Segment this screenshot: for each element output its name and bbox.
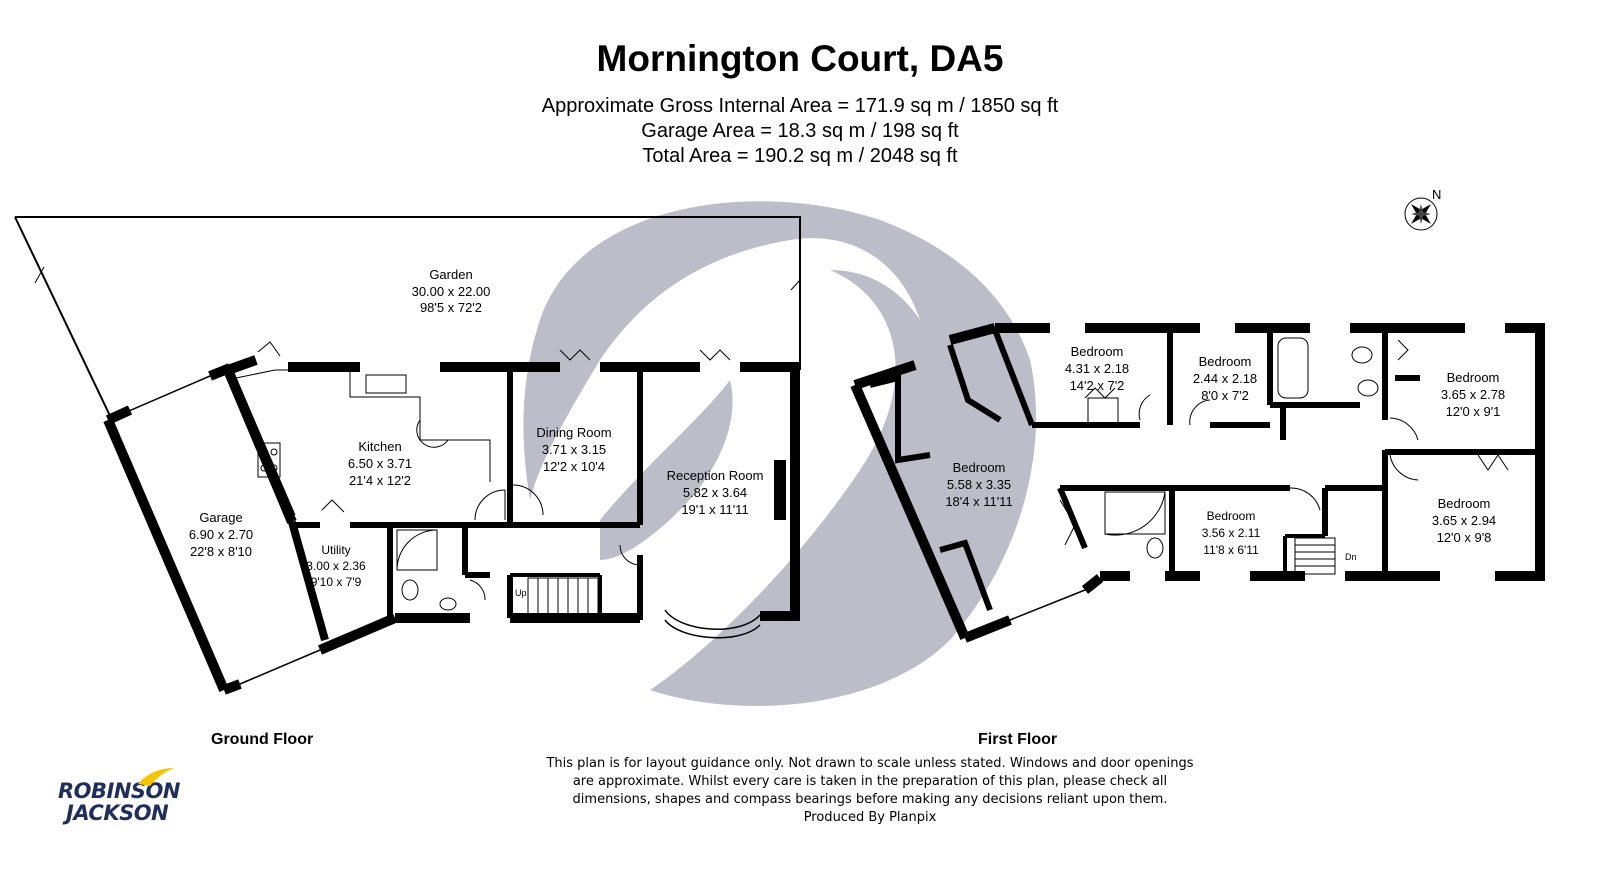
- robinson-jackson-logo: ROBINSON JACKSON: [58, 768, 180, 825]
- room-metric-utility: 3.00 x 2.36: [306, 559, 366, 573]
- room-name-bedroom-4: Bedroom: [1207, 509, 1256, 523]
- room-name-bedroom-5: Bedroom: [1438, 496, 1491, 511]
- compass-icon: [1404, 197, 1438, 231]
- room-name-bedroom-3: Bedroom: [1447, 370, 1500, 385]
- room-name-garage: Garage: [199, 510, 242, 525]
- room-imperial-bedroom-3: 12'0 x 9'1: [1446, 404, 1501, 419]
- room-metric-bedroom-2: 2.44 x 2.18: [1193, 371, 1257, 386]
- room-name-reception: Reception Room: [667, 468, 764, 483]
- house-walls: [223, 355, 800, 642]
- room-metric-garden: 30.00 x 22.00: [412, 284, 491, 299]
- first-floor-plan: Dn Bedroom 5.58 x 3.35 18'4 x 11'11 Bedr…: [850, 323, 1545, 643]
- room-imperial-kitchen: 21'4 x 12'2: [349, 473, 411, 488]
- garage-walls: [103, 363, 397, 695]
- total-area-text: Total Area = 190.2 sq m / 2048 sq ft: [642, 145, 958, 167]
- room-name-bedroom-2: Bedroom: [1199, 354, 1252, 369]
- room-imperial-bedroom-1: 14'2 x 7'2: [1070, 378, 1125, 393]
- room-imperial-dining: 12'2 x 10'4: [543, 459, 605, 474]
- kitchen-units: [235, 369, 491, 516]
- room-metric-dining: 3.71 x 3.15: [542, 442, 606, 457]
- room-imperial-garage: 22'8 x 8'10: [190, 544, 252, 559]
- room-metric-garage: 6.90 x 2.70: [189, 527, 253, 542]
- disclaimer-line-2: are approximate. Whilst every care is ta…: [572, 774, 1168, 789]
- stairs-down-label: Dn: [1345, 552, 1357, 562]
- ground-floor-plan: Garden 30.00 x 22.00 98'5 x 72'2 Kitchen…: [14, 216, 801, 695]
- first-room-labels: Bedroom 5.58 x 3.35 18'4 x 11'11 Bedroom…: [945, 344, 1505, 557]
- room-name-bedroom-large: Bedroom: [953, 460, 1006, 475]
- room-name-bedroom-1: Bedroom: [1071, 344, 1124, 359]
- disclaimer-line-3: dimensions, shapes and compass bearings …: [572, 792, 1168, 807]
- room-metric-bedroom-1: 4.31 x 2.18: [1065, 361, 1129, 376]
- watermark-logo: [523, 201, 1037, 706]
- first-floor-walls: [850, 323, 1545, 643]
- room-metric-bedroom-large: 5.58 x 3.35: [947, 477, 1011, 492]
- room-metric-bedroom-4: 3.56 x 2.11: [1202, 526, 1261, 540]
- room-metric-kitchen: 6.50 x 3.71: [348, 456, 412, 471]
- first-floor-fixtures: [1059, 337, 1509, 559]
- room-imperial-reception: 19'1 x 11'11: [681, 502, 748, 517]
- stairs-up-label: Up: [515, 588, 527, 598]
- logo-swoosh-icon: [138, 768, 174, 786]
- disclaimer-line-4: Produced By Planpix: [803, 810, 937, 825]
- room-imperial-bedroom-4: 11'8 x 6'11: [1203, 543, 1259, 557]
- room-name-kitchen: Kitchen: [358, 439, 401, 454]
- ground-stairs: [527, 577, 599, 617]
- ground-wc-fixtures: [396, 529, 457, 611]
- garage-area-text: Garage Area = 18.3 sq m / 198 sq ft: [641, 120, 959, 142]
- disclaimer-line-1: This plan is for layout guidance only. N…: [546, 756, 1194, 771]
- room-name-garden: Garden: [429, 267, 472, 282]
- room-imperial-bedroom-2: 8'0 x 7'2: [1201, 388, 1249, 403]
- logo-line-2: JACKSON: [66, 801, 169, 825]
- ground-doors: [257, 341, 731, 601]
- first-floor-label: First Floor: [978, 731, 1058, 748]
- room-metric-reception: 5.82 x 3.64: [683, 485, 747, 500]
- room-imperial-utility: 9'10 x 7'9: [311, 575, 362, 589]
- ground-floor-label: Ground Floor: [211, 731, 314, 748]
- gross-area-text: Approximate Gross Internal Area = 171.9 …: [541, 95, 1059, 117]
- ground-room-labels: Garden 30.00 x 22.00 98'5 x 72'2 Kitchen…: [189, 267, 764, 598]
- first-floor-stairs: [1294, 537, 1336, 575]
- room-metric-bedroom-3: 3.65 x 2.78: [1441, 387, 1505, 402]
- room-imperial-bedroom-large: 18'4 x 11'11: [945, 494, 1012, 509]
- disclaimer: This plan is for layout guidance only. N…: [520, 755, 1220, 827]
- interior-walls: [292, 367, 643, 620]
- room-metric-bedroom-5: 3.65 x 2.94: [1432, 513, 1496, 528]
- garden-boundary: [15, 216, 801, 370]
- room-imperial-garden: 98'5 x 72'2: [420, 300, 482, 315]
- room-name-dining: Dining Room: [536, 425, 611, 440]
- plan-title: Mornington Court, DA5: [596, 38, 1004, 79]
- room-name-utility: Utility: [321, 543, 350, 557]
- compass-north-label: N: [1432, 187, 1441, 202]
- room-imperial-bedroom-5: 12'0 x 9'8: [1437, 530, 1492, 545]
